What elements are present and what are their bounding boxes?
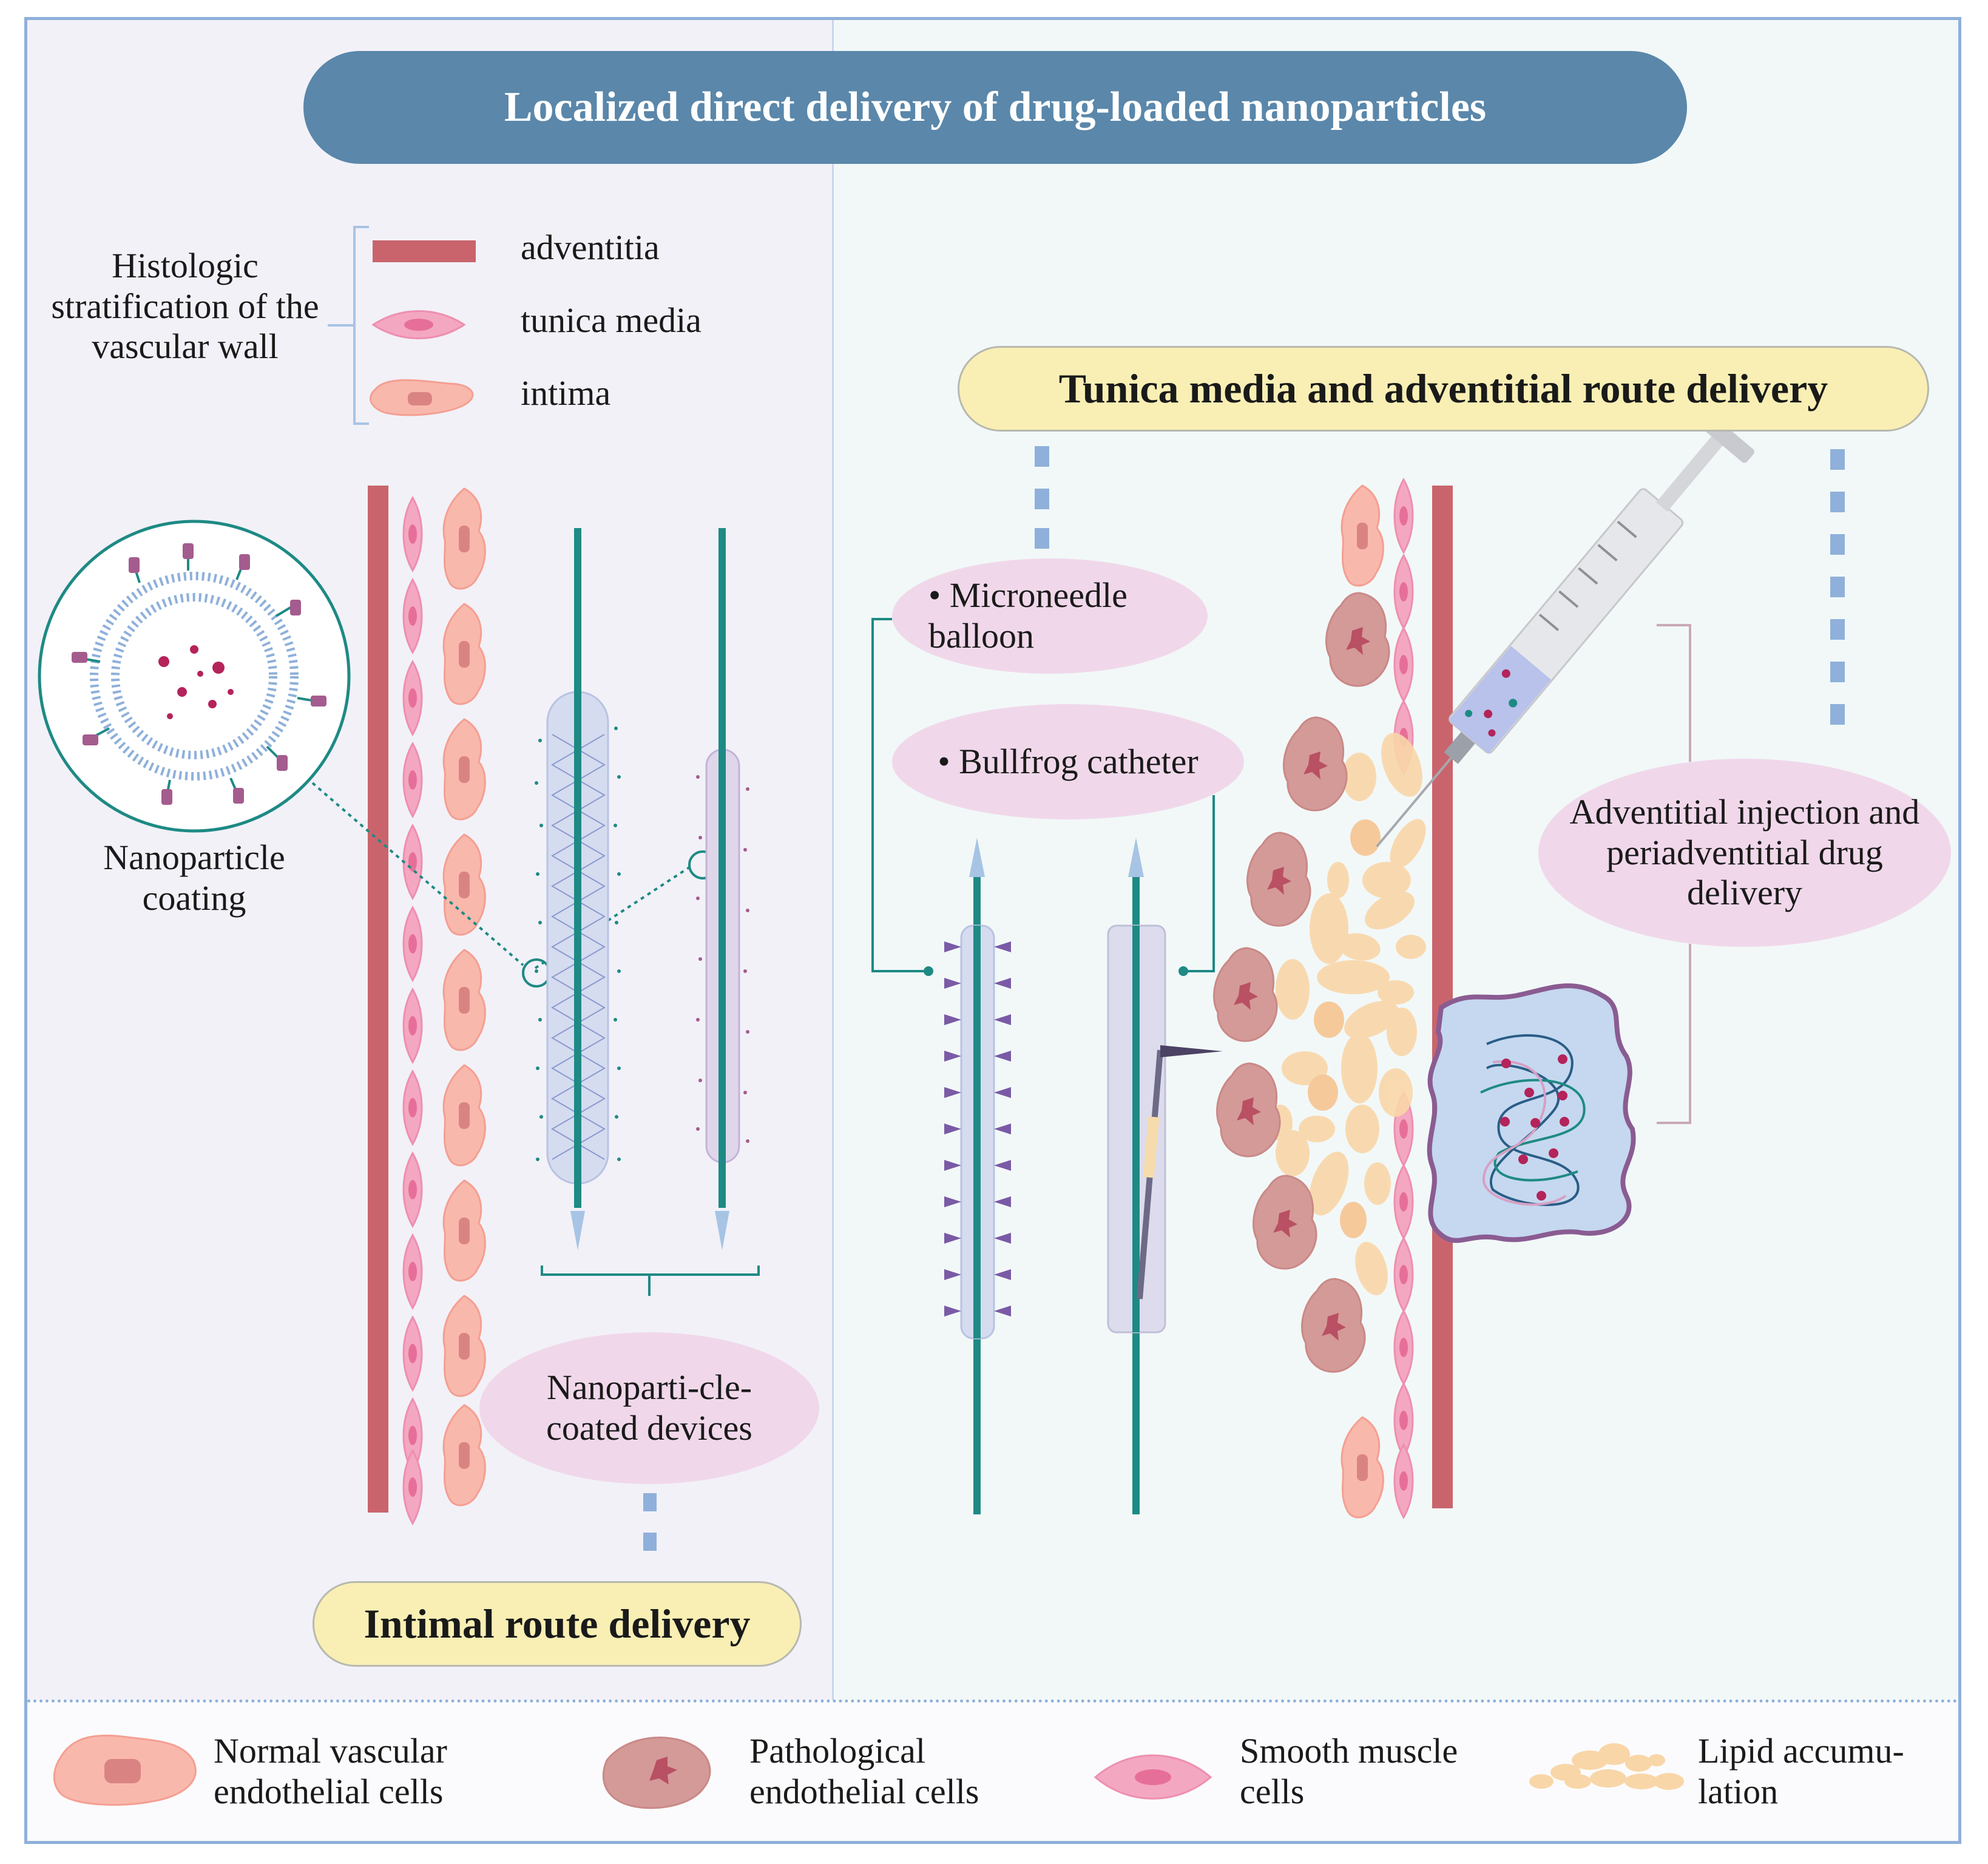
bullfrog-catheter-device [1107,838,1223,1514]
nanoparticle-coating-label: Nanoparticle coating [103,838,285,918]
legend-label-lipid-accumulation: Lipid accumu-lation [1698,1731,1904,1811]
figure-frame [24,17,1961,1844]
adventitia-layer-right [1432,486,1453,1508]
microneedle-balloon-label: • Microneedle balloon [892,558,1208,674]
normal-endothelial-cell-icon [53,1734,197,1806]
panel-divider [832,20,834,1700]
injection-label-bracket [1657,624,1691,1124]
devices-bracket [541,1266,760,1296]
main-title: Localized direct delivery of drug-loaded… [303,51,1687,164]
bullfrog-catheter-label: • Bullfrog catheter [892,704,1244,819]
coated-stent-device [535,528,621,1250]
media-route-connector [1035,446,1049,549]
legend-divider [27,1700,1958,1703]
pathological-endothelial-cell-icon [602,1737,711,1809]
media-adventitial-route-label: Tunica media and adventitial route deliv… [958,346,1929,432]
nanoparticle-inset [38,520,351,833]
layer-label-adventitia: adventitia [521,228,660,267]
adventitial-route-connector [1830,449,1845,725]
hydrogel-patch [1427,983,1636,1243]
device-label-connectors [871,618,1215,976]
legend-label-smooth-muscle: Smooth muscle cells [1240,1731,1458,1811]
tunica-media-swatch [371,310,466,339]
intimal-route-connector [643,1493,657,1551]
stratification-heading: Histologic stratification of the vascula… [51,246,319,367]
layer-label-intima: intima [521,373,611,413]
lipid-accumulation-right [1268,733,1426,1295]
adventitia-layer-left [368,486,388,1513]
smooth-muscle-cell-icon [1094,1754,1212,1800]
smooth-muscle-layer-left [402,497,423,1525]
intima-swatch [370,379,474,416]
legend-label-normal-endothelial: Normal vascular endothelial cells [214,1731,447,1811]
syringe-icon [1376,405,1754,847]
adventitial-injection-label: Adventitial injection and periadventitia… [1538,759,1951,947]
legend-area [27,1703,1958,1841]
layer-label-tunica-media: tunica media [521,300,702,340]
coated-balloon-device [696,528,749,1250]
stratification-bracket [328,226,369,425]
coated-devices-label: Nanoparti-cle-coated devices [479,1332,819,1484]
intima-layer-left [442,487,486,1506]
intimal-route-label: Intimal route delivery [313,1581,802,1667]
microneedle-balloon-device [944,838,1011,1514]
adventitia-swatch [373,240,476,262]
legend-label-pathological-endothelial: Pathological endothelial cells [749,1731,979,1811]
lipid-accumulation-icon [1529,1743,1684,1790]
